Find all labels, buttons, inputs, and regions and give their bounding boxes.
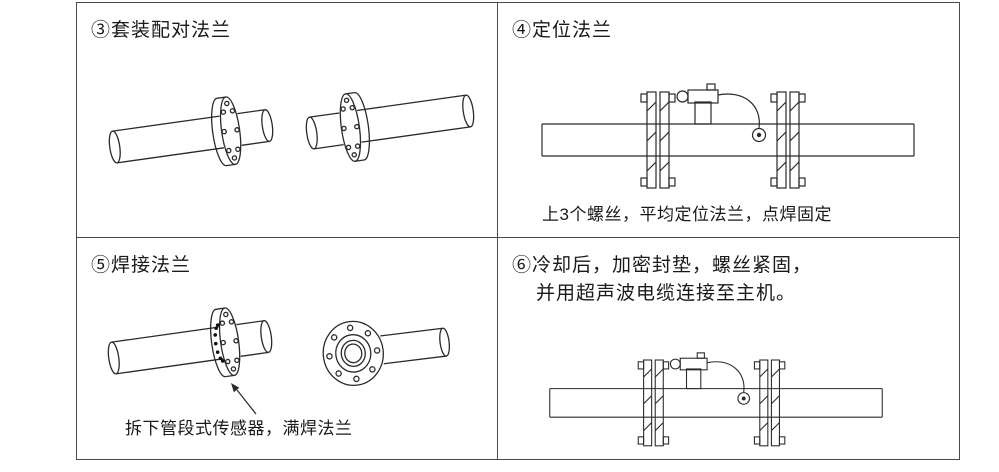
step5-title: ⑤焊接法兰	[91, 255, 192, 276]
pipe-with-flange-icon	[104, 90, 278, 183]
instruction-grid: ③套装配对法兰 ④定位法兰 上3个螺丝，平均定位法兰，点焊固定 ⑤焊接法兰	[76, 2, 960, 460]
flange-face-icon	[318, 309, 454, 390]
step4-caption: 上3个螺丝，平均定位法兰，点焊固定	[542, 205, 832, 224]
panel-step3: ③套装配对法兰	[77, 3, 498, 238]
positioning-assembly-drawing	[541, 83, 915, 189]
flanged-pipe-left-drawing	[104, 90, 278, 183]
panel-step6: ⑥冷却后，加密封垫，螺丝紧固， 并用超声波电缆连接至主机。	[498, 238, 959, 459]
flowmeter-assembly-icon	[549, 352, 883, 447]
panel-step5: ⑤焊接法兰 拆下管段式传感器，满焊法兰	[77, 238, 498, 459]
callout-arrowhead-icon	[231, 383, 240, 393]
panel-step4: ④定位法兰 上3个螺丝，平均定位法兰，点焊固定	[498, 3, 959, 238]
flanged-pipe-right-drawing	[301, 75, 479, 169]
step6-title-line2: 并用超声波电缆连接至主机。	[536, 283, 797, 304]
welded-pipe-flange-icon	[103, 301, 277, 394]
welded-flange-drawing	[103, 301, 454, 415]
callout-arrow-line	[236, 389, 257, 415]
step5-caption: 拆下管段式传感器，满焊法兰	[125, 419, 353, 438]
final-assembly-drawing	[549, 352, 883, 447]
step6-title-line1: ⑥冷却后，加密封垫，螺丝紧固，	[512, 255, 813, 276]
flowmeter-assembly-icon	[541, 83, 915, 189]
step3-title: ③套装配对法兰	[91, 20, 232, 41]
pipe-with-flange-icon	[301, 75, 479, 169]
step4-title: ④定位法兰	[512, 20, 613, 41]
